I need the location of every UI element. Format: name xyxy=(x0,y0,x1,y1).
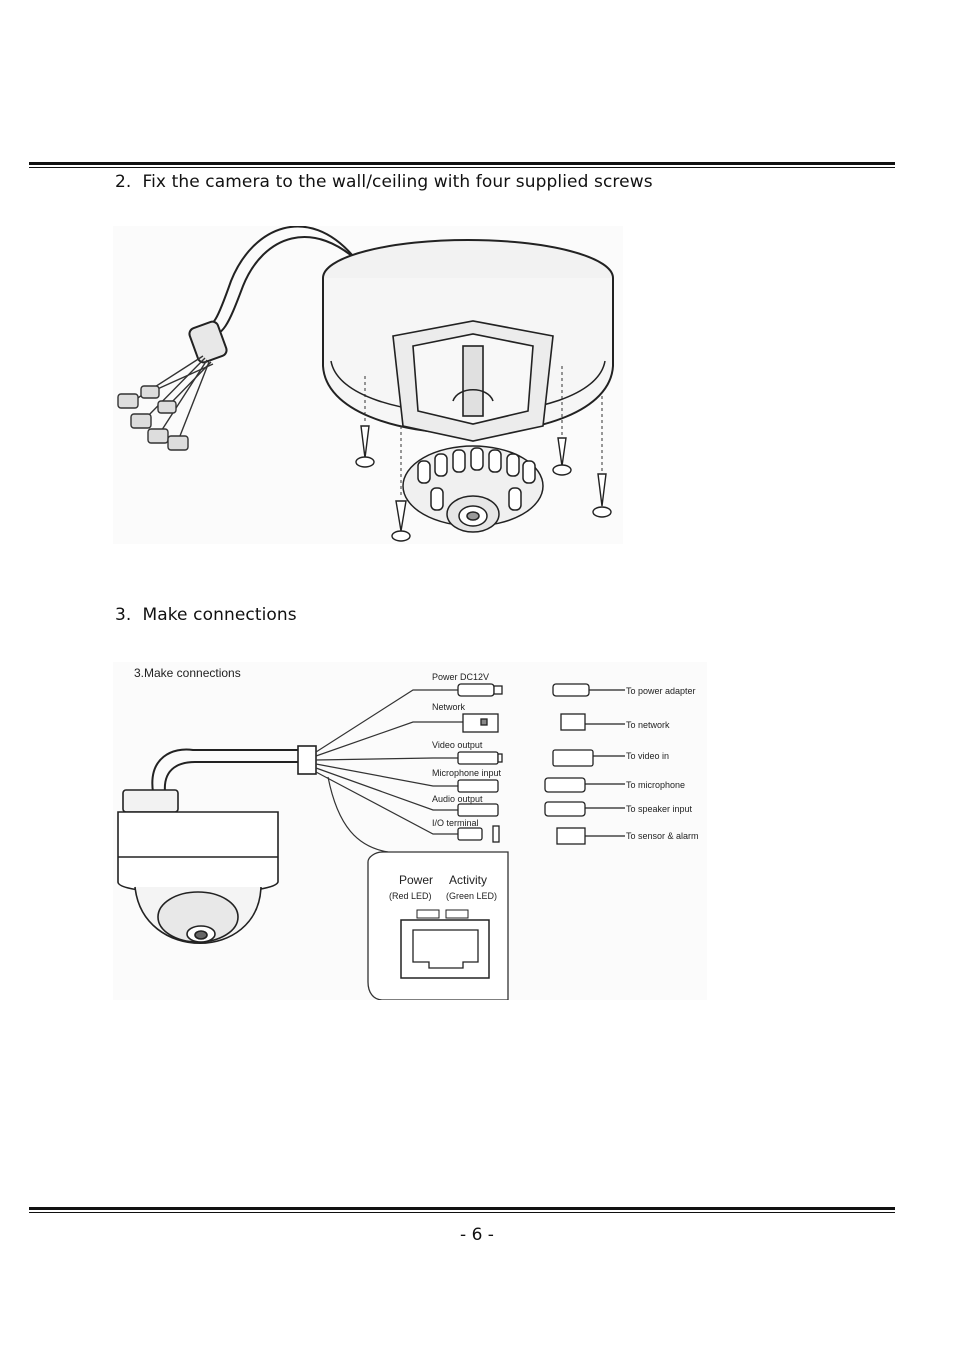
step-2-number: 2. xyxy=(115,172,132,192)
power-led-label: Power xyxy=(399,873,433,887)
cable-label-io: I/O terminal xyxy=(432,818,479,828)
step-2-text: Fix the camera to the wall/ceiling with … xyxy=(142,172,653,192)
page-number: - 6 - xyxy=(460,1225,494,1245)
top-rule xyxy=(29,162,895,168)
diagram-title: 3.Make connections xyxy=(134,666,241,680)
bottom-rule xyxy=(29,1207,895,1213)
cable-label-power: Power DC12V xyxy=(432,672,489,682)
rj45-port-detail: Power Activity (Red LED) (Green LED) xyxy=(367,851,509,1000)
camera-mounting-illustration xyxy=(113,226,623,544)
connections-diagram: 3.Make connections Power DC12V Network xyxy=(113,662,707,1000)
target-label-network: To network xyxy=(626,720,670,730)
cable-label-video: Video output xyxy=(432,740,483,750)
step-3-text: Make connections xyxy=(142,605,297,625)
target-label-sensor: To sensor & alarm xyxy=(626,831,699,841)
target-label-power: To power adapter xyxy=(626,686,696,696)
target-label-video: To video in xyxy=(626,751,669,761)
activity-led-label: Activity xyxy=(449,873,487,887)
step-3-heading: 3. Make connections xyxy=(115,605,297,625)
step-3-number: 3. xyxy=(115,605,132,625)
power-led-sub: (Red LED) xyxy=(389,891,432,901)
step-2-heading: 2. Fix the camera to the wall/ceiling wi… xyxy=(115,172,653,192)
target-label-speaker: To speaker input xyxy=(626,804,693,814)
cable-label-network: Network xyxy=(432,702,466,712)
camera-body xyxy=(117,745,317,944)
activity-led-sub: (Green LED) xyxy=(446,891,497,901)
cable-label-audio: Audio output xyxy=(432,794,483,804)
cable-label-microphone: Microphone input xyxy=(432,768,502,778)
target-label-microphone: To microphone xyxy=(626,780,685,790)
